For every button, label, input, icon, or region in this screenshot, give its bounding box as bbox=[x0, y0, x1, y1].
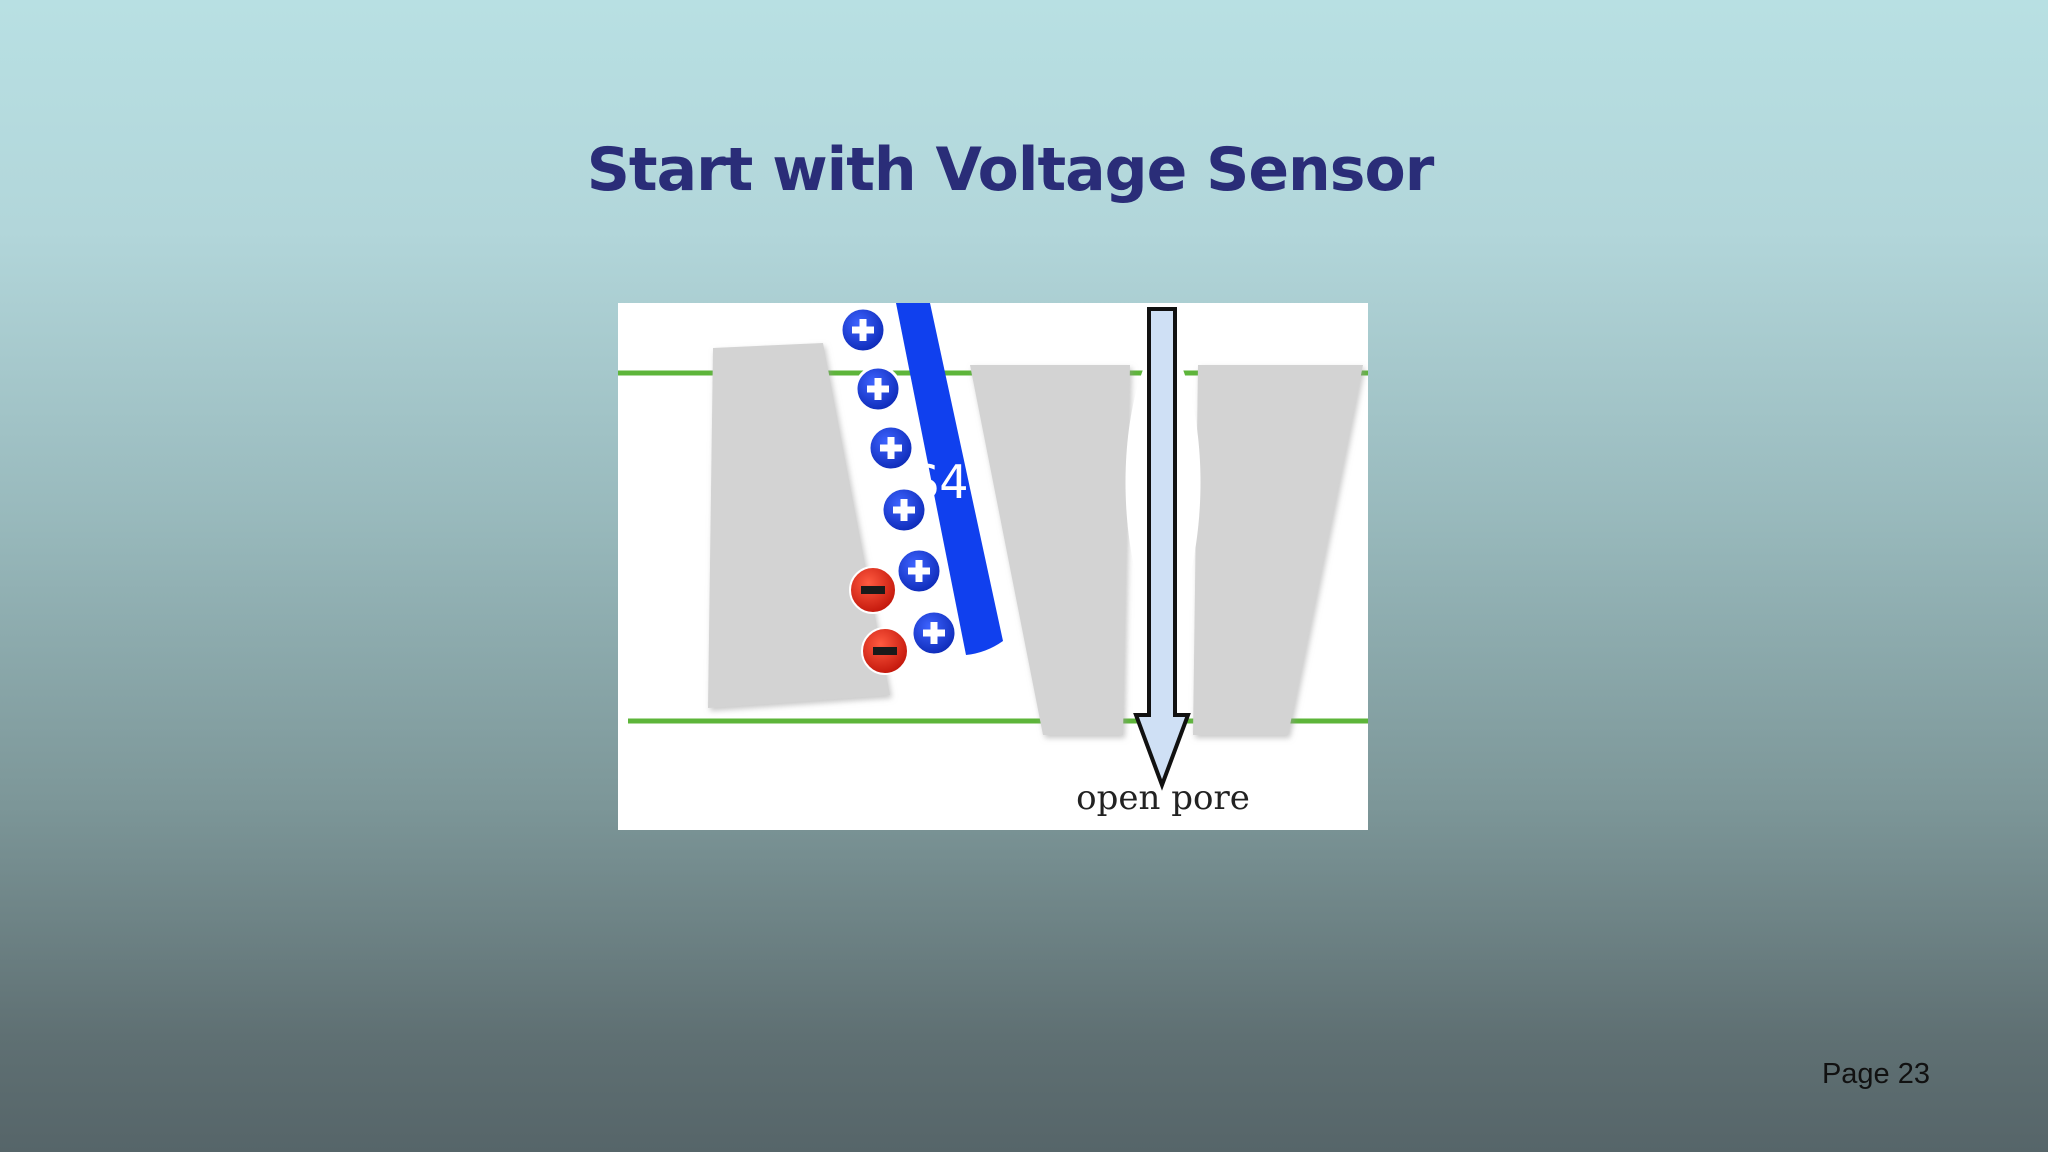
negative-charge-icon bbox=[861, 627, 909, 675]
positive-charge-icon bbox=[880, 486, 928, 534]
pore-segment-right bbox=[1193, 365, 1363, 735]
positive-charge-icon bbox=[910, 609, 958, 657]
positive-charge-icon bbox=[839, 306, 887, 354]
pore-segment-left bbox=[970, 365, 1130, 735]
pore-label: open pore bbox=[1076, 778, 1250, 818]
positive-charge-icon bbox=[895, 547, 943, 595]
down-arrow-icon bbox=[1133, 307, 1191, 791]
s4-helix bbox=[896, 303, 1003, 655]
positive-charge-icon bbox=[867, 424, 915, 472]
negative-charge-icon bbox=[849, 566, 897, 614]
negative-charges bbox=[849, 566, 909, 675]
protein-segment-left bbox=[708, 343, 890, 708]
diagram-svg: S4 bbox=[618, 303, 1368, 818]
positive-charge-icon bbox=[854, 365, 902, 413]
positive-charges bbox=[839, 306, 958, 657]
voltage-sensor-diagram: S4 bbox=[618, 303, 1368, 830]
slide-title: Start with Voltage Sensor bbox=[586, 135, 1435, 205]
page-number: Page 23 bbox=[1821, 1058, 1930, 1090]
